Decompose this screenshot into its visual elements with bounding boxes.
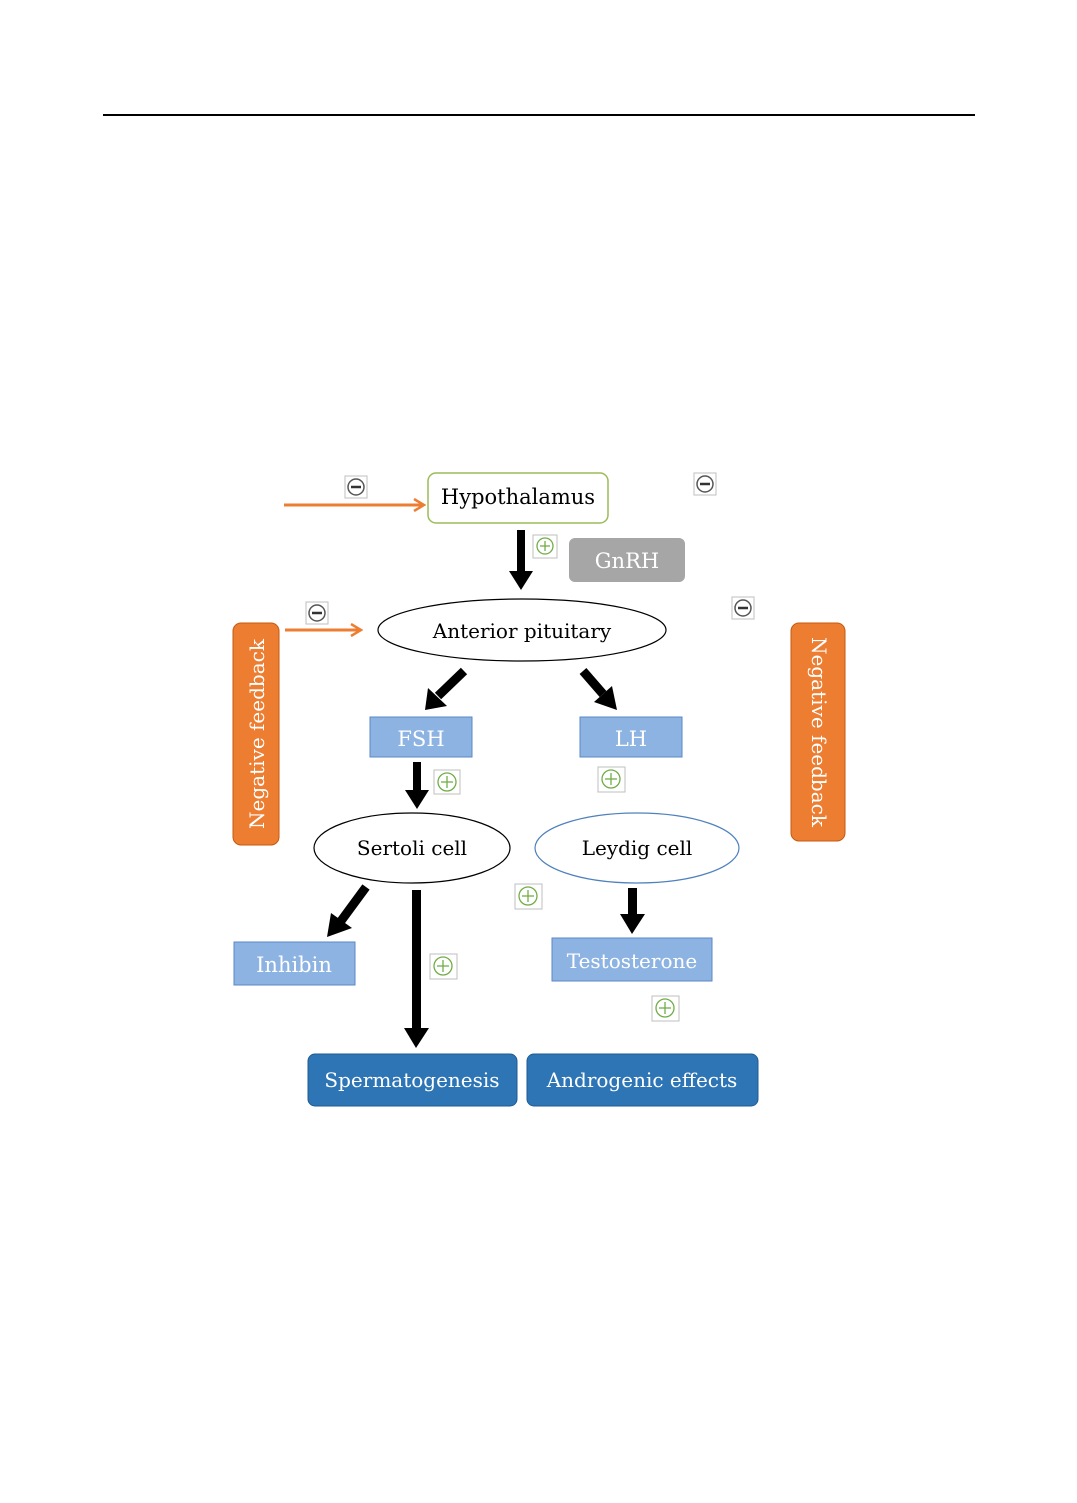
arrow-sertoli-to-spermatogenesis [404, 890, 429, 1048]
minus-icon [694, 473, 716, 495]
leydig-cell-label: Leydig cell [582, 836, 693, 860]
plus-icon [533, 535, 557, 558]
arrow-hypothalamus-to-pituitary [509, 530, 533, 590]
hypothalamus-node: Hypothalamus [428, 473, 608, 523]
lh-label: LH [615, 727, 647, 751]
androgenic-effects-node: Androgenic effects [527, 1054, 758, 1106]
gnrh-node: GnRH [569, 538, 685, 582]
negative-feedback-left: Negative feedback [233, 623, 279, 845]
arrow-fsh-to-sertoli [405, 762, 429, 809]
negative-feedback-right: Negative feedback [791, 623, 845, 841]
sertoli-cell-node: Sertoli cell [314, 813, 510, 883]
spermatogenesis-label: Spermatogenesis [324, 1068, 499, 1092]
gnrh-label: GnRH [595, 549, 659, 573]
plus-icon [434, 770, 460, 794]
arrow-sertoli-to-inhibin [327, 887, 366, 937]
plus-icon [515, 884, 542, 909]
inhibin-label: Inhibin [256, 953, 332, 977]
plus-icon [598, 767, 625, 792]
anterior-pituitary-label: Anterior pituitary [432, 619, 612, 643]
minus-icon [732, 597, 754, 619]
anterior-pituitary-node: Anterior pituitary [378, 599, 666, 661]
sertoli-cell-label: Sertoli cell [357, 836, 467, 860]
plus-icon [430, 954, 457, 979]
arrow-pituitary-to-fsh [425, 671, 464, 710]
inhibin-node: Inhibin [234, 942, 355, 985]
androgenic-effects-label: Androgenic effects [546, 1068, 738, 1092]
negative-feedback-left-label: Negative feedback [245, 638, 269, 829]
minus-icon [306, 602, 328, 624]
fsh-node: FSH [370, 717, 472, 757]
minus-icon [345, 476, 367, 498]
fsh-label: FSH [397, 727, 444, 751]
arrow-leydig-to-testosterone [620, 888, 645, 934]
leydig-cell-node: Leydig cell [535, 813, 739, 883]
testosterone-label: Testosterone [567, 949, 697, 973]
lh-node: LH [580, 717, 682, 757]
testosterone-node: Testosterone [552, 938, 712, 981]
hypothalamus-label: Hypothalamus [441, 485, 595, 509]
negative-feedback-right-label: Negative feedback [807, 637, 831, 828]
plus-icon [652, 996, 679, 1021]
arrow-pituitary-to-lh [583, 671, 617, 710]
spermatogenesis-node: Spermatogenesis [308, 1054, 517, 1106]
